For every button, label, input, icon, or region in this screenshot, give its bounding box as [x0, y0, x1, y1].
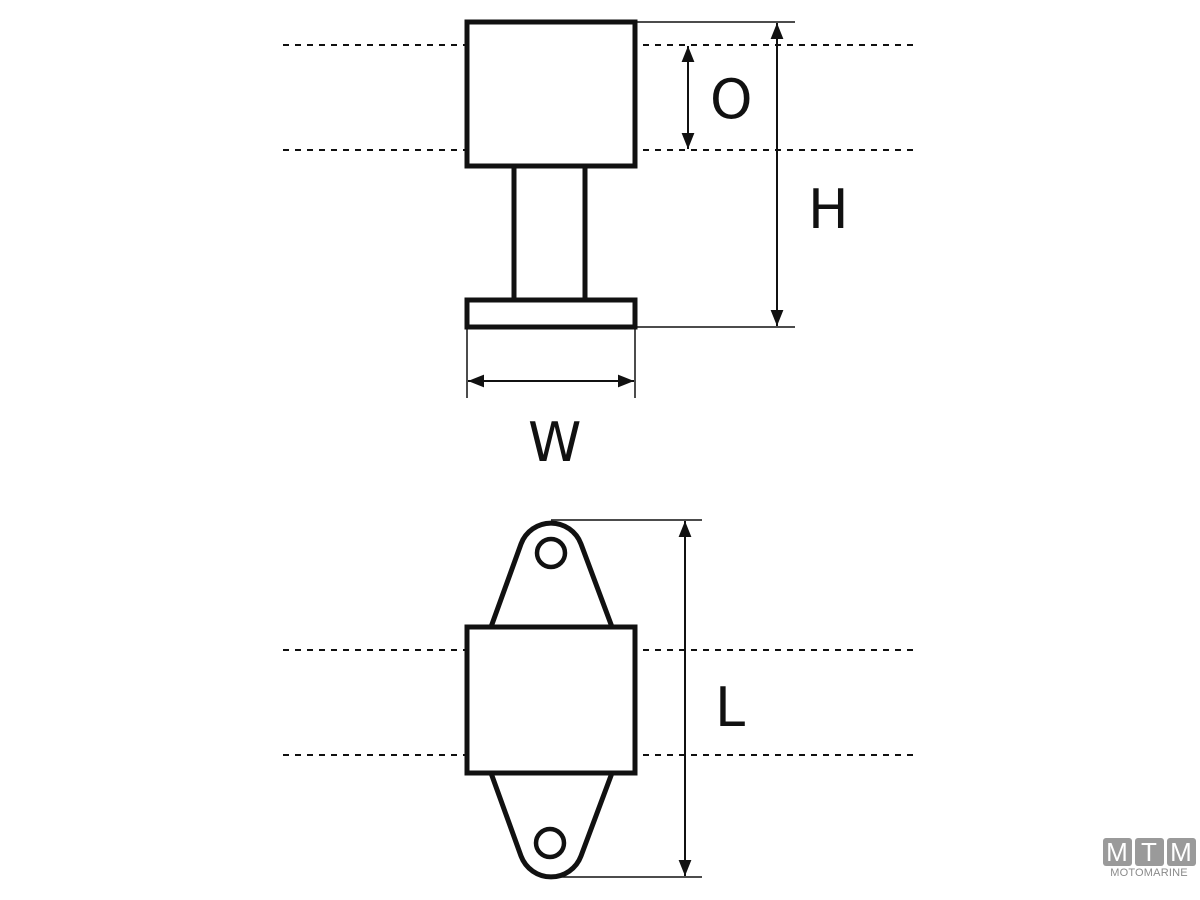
motomarine-logo: M T M MOTOMARINE	[1102, 838, 1196, 879]
label-l: L	[715, 676, 745, 739]
top-view: L	[283, 519, 915, 880]
body-block	[464, 624, 638, 776]
label-h: H	[808, 178, 849, 241]
logo-letter: T	[1134, 838, 1164, 866]
head-block	[464, 19, 638, 169]
mounting-hole-bottom	[533, 826, 567, 860]
side-view: O H W	[283, 19, 915, 474]
logo-letter: M	[1166, 838, 1196, 866]
logo-letter: M	[1102, 838, 1132, 866]
mounting-lobe-top	[488, 520, 615, 628]
stem	[511, 163, 588, 303]
label-w: W	[528, 411, 581, 474]
mounting-lobe-bottom	[488, 772, 615, 880]
mounting-hole-top	[534, 536, 568, 570]
logo-name: MOTOMARINE	[1110, 867, 1188, 879]
label-o: O	[710, 68, 753, 131]
base-plate	[464, 297, 638, 330]
